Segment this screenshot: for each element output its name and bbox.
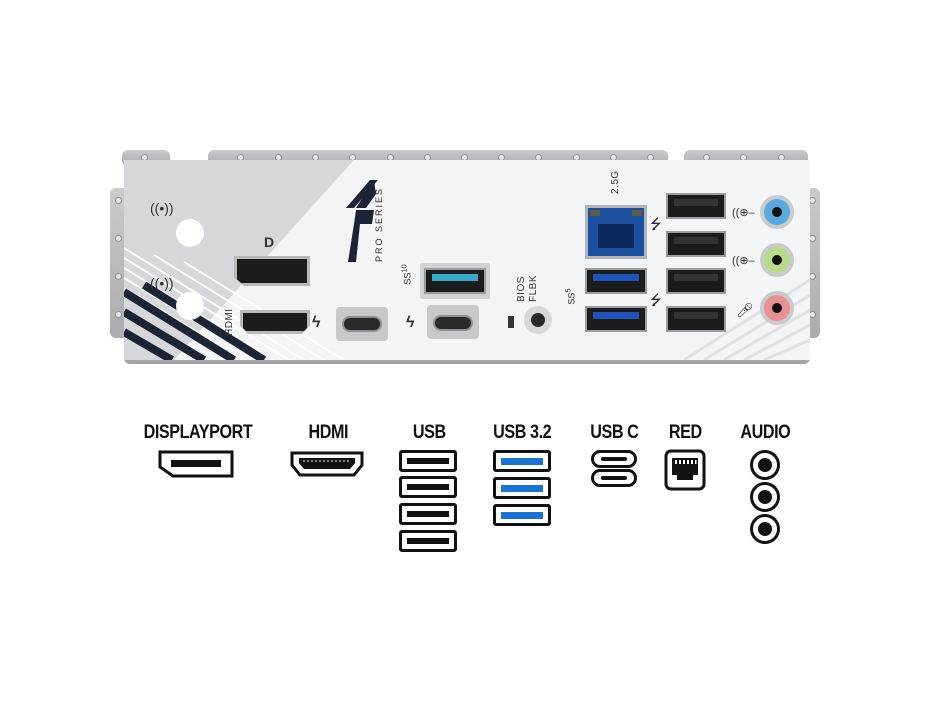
- audio-jack-line-in: [760, 195, 794, 229]
- usb-icon: ⭍: [650, 292, 662, 308]
- svg-text:PRO SERIES: PRO SERIES: [374, 187, 384, 262]
- legend-label: AUDIO: [740, 422, 790, 443]
- legend-label: USB 3.2: [492, 422, 552, 443]
- usb-c-icon: [591, 469, 637, 487]
- antenna-hole-2: [176, 292, 204, 320]
- antenna-hole-1: [176, 219, 204, 247]
- usb-tongue: [432, 274, 478, 281]
- usb-2-port-3: [666, 268, 726, 294]
- legend-label: DISPLAYPORT: [143, 422, 253, 443]
- mount-tab-left: [110, 188, 128, 338]
- usb-3-2-icon: [493, 504, 551, 526]
- usb-2-port-2: [666, 231, 726, 257]
- legend-ethernet: RED: [660, 422, 710, 444]
- superspeed-10g-icon: SS10: [399, 264, 413, 285]
- usb-3-2-icon: [493, 450, 551, 472]
- usb-icon: ⭍: [650, 216, 662, 232]
- io-shield: ((•)) ((•)) D HDMI ϟ PRO SERIES SS10 ϟ B…: [110, 150, 820, 364]
- bios-flashback-button[interactable]: [524, 306, 552, 334]
- flashback-led: [508, 316, 514, 328]
- legend-hdmi: HDMI: [290, 422, 366, 444]
- legend-usb-c: USB C: [584, 422, 644, 444]
- usb-5g-port-2: [585, 306, 647, 332]
- usb-2-port-4: [666, 306, 726, 332]
- lan-led-right: [632, 210, 642, 216]
- rj45-lan-port: [585, 205, 647, 259]
- audio-jack-line-out: [760, 243, 794, 277]
- legend-displayport: DISPLAYPORT: [134, 422, 260, 444]
- line-out-icon: ((⊕–: [732, 255, 755, 267]
- legend-audio: AUDIO: [732, 422, 798, 444]
- usb-3-2-icon: [493, 477, 551, 499]
- usb-tongue: [593, 312, 639, 319]
- lan-led-left: [590, 210, 600, 216]
- usb-tongue: [674, 199, 718, 206]
- usb-a-icon: [399, 476, 457, 498]
- superspeed-5g-icon: SS5: [563, 288, 577, 305]
- legend-label: HDMI: [308, 422, 348, 443]
- hdmi-icon: [290, 451, 364, 477]
- lan-speed-label: 2.5G: [610, 170, 621, 194]
- usb-c-port-1: [342, 316, 382, 332]
- audio-jack-icon: [750, 450, 780, 480]
- usb-c-icon: [591, 450, 637, 468]
- usb-tongue: [593, 274, 639, 281]
- legend-label: USB: [412, 422, 446, 443]
- thunderbolt-icon: ϟ: [312, 314, 321, 331]
- usb-tongue: [674, 312, 718, 319]
- flbk-label: FLBK: [528, 274, 539, 302]
- usb-tongue: [674, 237, 718, 244]
- ethernet-icon: [664, 449, 706, 491]
- audio-jack-icon: [750, 514, 780, 544]
- audio-jack-mic: [760, 291, 794, 325]
- usb-10g-port: [424, 268, 486, 294]
- wifi-antenna-icon: ((•)): [150, 200, 174, 216]
- microphone-icon: 🎤︎: [736, 302, 754, 318]
- lan-slot: [598, 224, 634, 248]
- hdmi-port: [240, 310, 310, 334]
- legend-usb-3-2: USB 3.2: [486, 422, 558, 444]
- displayport-icon: [158, 450, 234, 478]
- audio-jack-icon: [750, 482, 780, 512]
- usb-tongue: [674, 274, 718, 281]
- legend-label: USB C: [589, 422, 639, 443]
- usb-a-icon: [399, 530, 457, 552]
- legend-label: RED: [668, 422, 702, 443]
- hdmi-label: HDMI: [224, 308, 235, 336]
- usb-a-icon: [399, 450, 457, 472]
- wifi-antenna-icon: ((•)): [150, 275, 174, 291]
- pro-series-logo: PRO SERIES: [346, 180, 384, 262]
- bios-label: BIOS: [516, 276, 527, 302]
- usb-a-icon: [399, 503, 457, 525]
- displayport-port: [234, 256, 310, 286]
- line-in-icon: ((⊕–: [732, 207, 755, 219]
- displayport-icon: D: [264, 234, 275, 250]
- usb-2-port-1: [666, 193, 726, 219]
- legend-usb: USB: [398, 422, 460, 444]
- thunderbolt-icon: ϟ: [406, 314, 415, 331]
- usb-5g-port-1: [585, 268, 647, 294]
- usb-c-port-2: [433, 315, 473, 331]
